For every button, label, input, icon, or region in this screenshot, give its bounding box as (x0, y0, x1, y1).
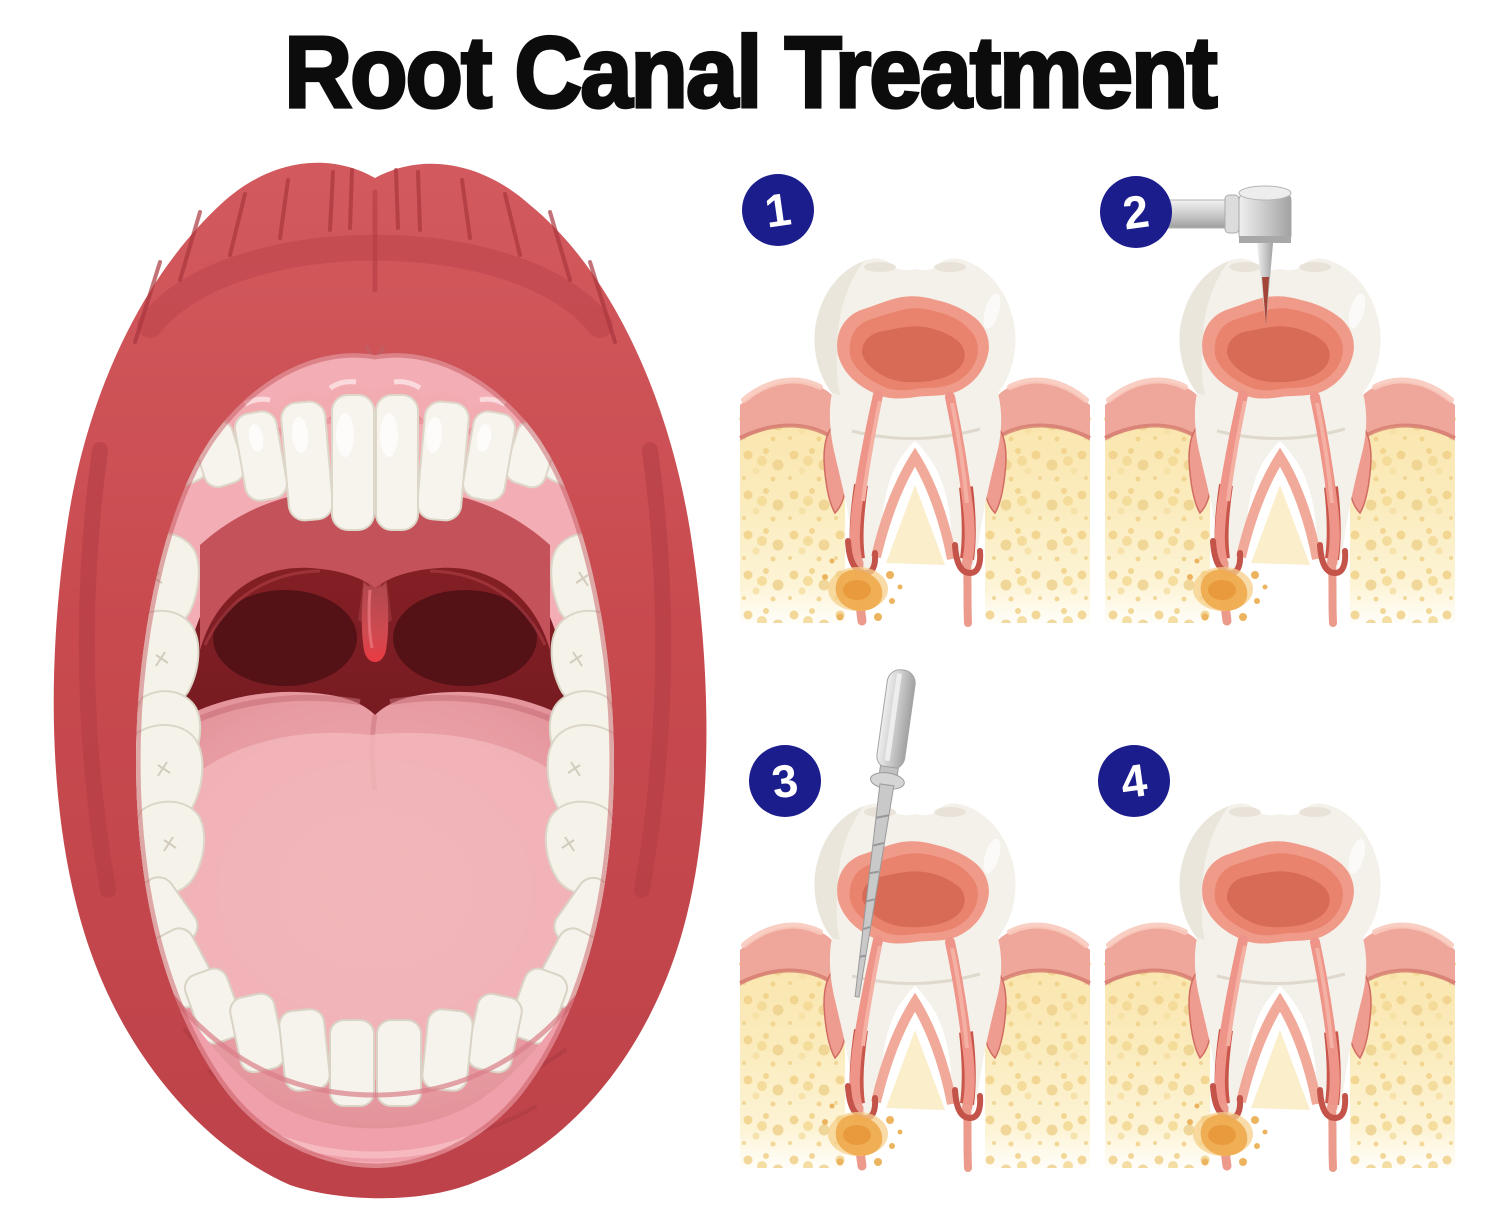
step-1-badge: 1 (742, 174, 814, 246)
step-2-number: 2 (1119, 184, 1153, 240)
step-panel-4 (1105, 803, 1455, 1168)
mouth-interior (136, 353, 614, 1168)
step-panel-1 (740, 258, 1090, 623)
step-1-number: 1 (761, 182, 795, 238)
teeth-highlights (248, 413, 492, 457)
lower-molars (136, 723, 614, 895)
soft-palate (200, 489, 550, 650)
page-title: Root Canal Treatment (283, 13, 1220, 130)
step-2-badge: 2 (1100, 176, 1172, 248)
step-4-number: 4 (1117, 753, 1151, 809)
step-panel-2 (1105, 185, 1455, 623)
step-3-badge: 3 (749, 745, 821, 817)
open-mouth-illustration (53, 162, 707, 1199)
step-4-badge: 4 (1098, 745, 1170, 817)
step-panel-3 (740, 668, 1090, 1168)
upper-lip-striations (133, 168, 617, 344)
uvula (361, 582, 389, 662)
treatment-steps-graphic (720, 185, 1500, 1221)
step-3-number: 3 (768, 753, 802, 809)
